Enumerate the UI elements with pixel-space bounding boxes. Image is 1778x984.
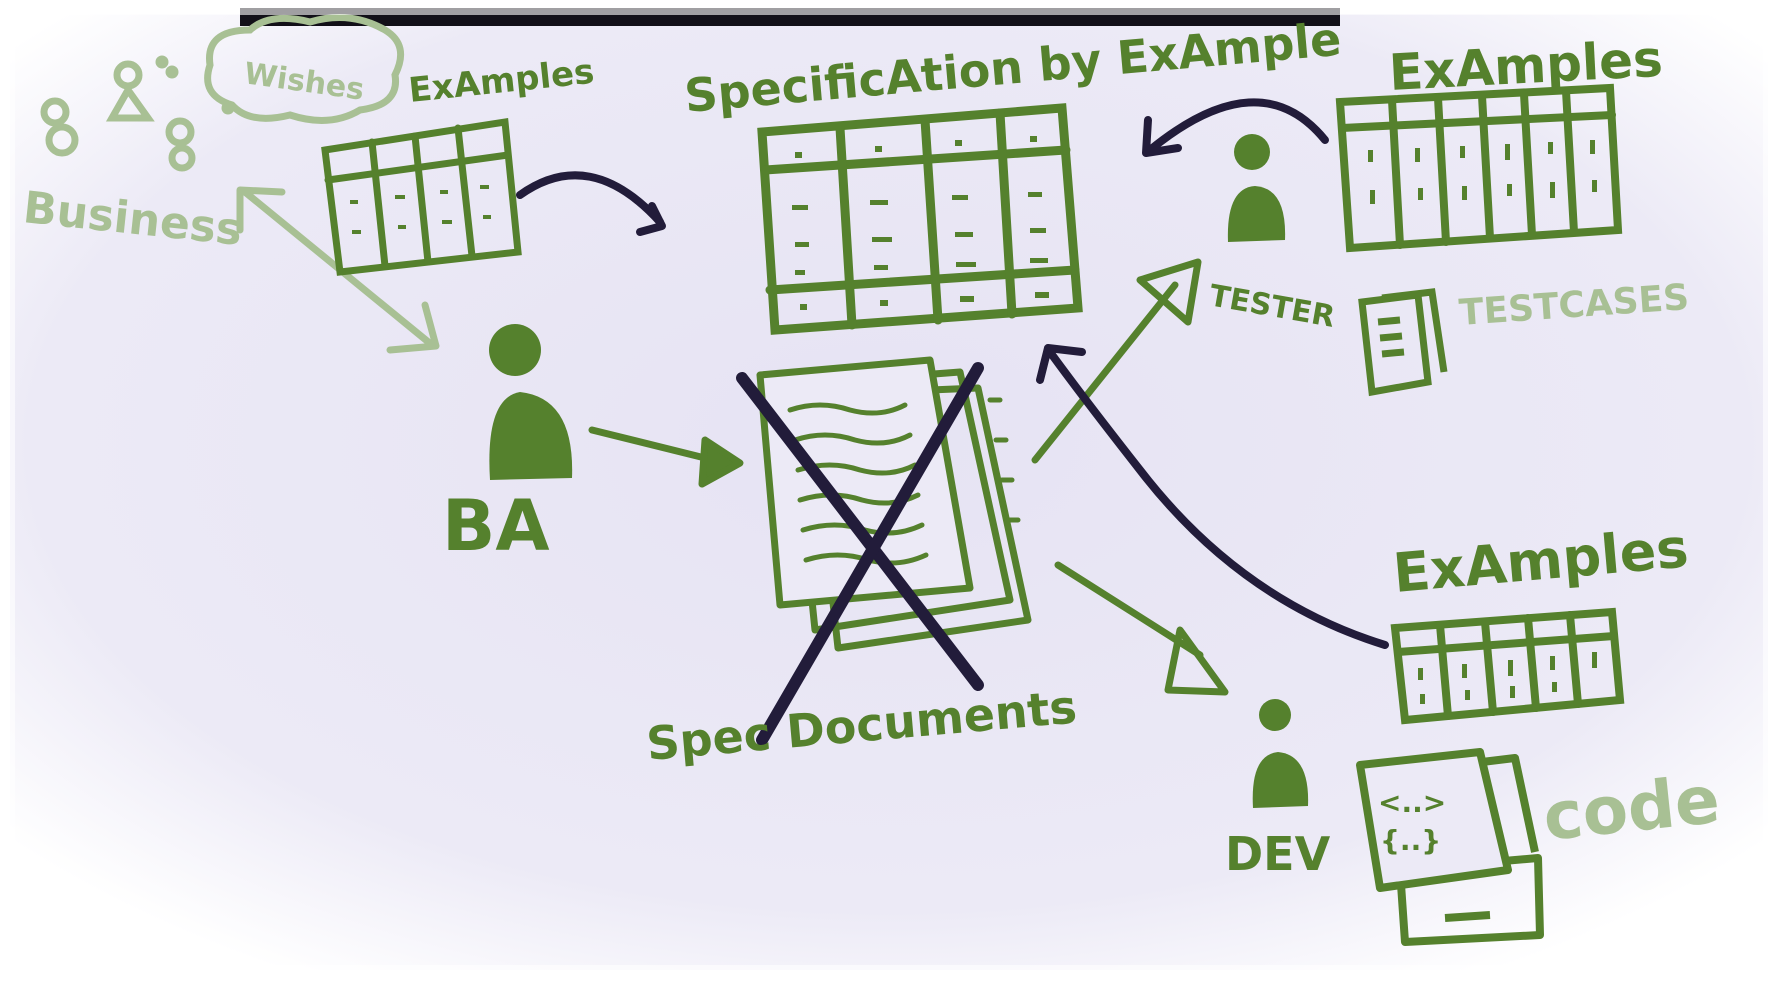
code-document-icon	[1356, 748, 1544, 946]
spec-table-cell-marks	[792, 136, 1049, 310]
examples-to-spec-arrowhead	[636, 202, 666, 236]
code-snippet-line-2: {..}	[1380, 824, 1441, 857]
dev-person-icon	[1252, 699, 1309, 808]
business-group	[40, 14, 405, 172]
dev-arrowhead	[1036, 344, 1086, 384]
docs-to-tester-arrow	[1031, 258, 1202, 464]
examples-tester-cell-marks	[1368, 140, 1597, 204]
ba-to-docs-arrow	[588, 426, 744, 488]
wishes-cloud-icon	[204, 14, 405, 124]
examples-dev-cell-marks	[1418, 652, 1597, 704]
code-snippet-line-1: <..>	[1378, 786, 1446, 819]
dev-label: DEV	[1225, 827, 1331, 881]
ba-person-icon	[489, 324, 573, 480]
code-label: code	[1540, 761, 1724, 856]
examples-dev-table	[1390, 607, 1625, 725]
tester-examples-to-spec-arrow	[1146, 98, 1329, 154]
spec-by-example-table	[757, 103, 1083, 335]
examples-business-table	[321, 117, 522, 276]
business-person-icon	[40, 97, 79, 157]
tester-arrowhead	[1142, 116, 1182, 157]
examples-business-cell-marks	[350, 185, 491, 234]
tester-person-icon	[1227, 134, 1286, 242]
test-case-document-icon	[1358, 288, 1448, 397]
examples-tester-table	[1335, 83, 1623, 253]
ba-label: BA	[442, 485, 550, 567]
spec-documents-icon	[756, 356, 1032, 652]
business-person-icon	[105, 60, 155, 122]
business-person-icon	[165, 117, 196, 172]
docs-to-dev-arrow	[1054, 561, 1229, 696]
examples-to-spec-arrow	[516, 171, 664, 226]
crossed-out-x-icon	[736, 362, 984, 746]
dev-examples-to-spec-arrow	[1046, 348, 1389, 649]
